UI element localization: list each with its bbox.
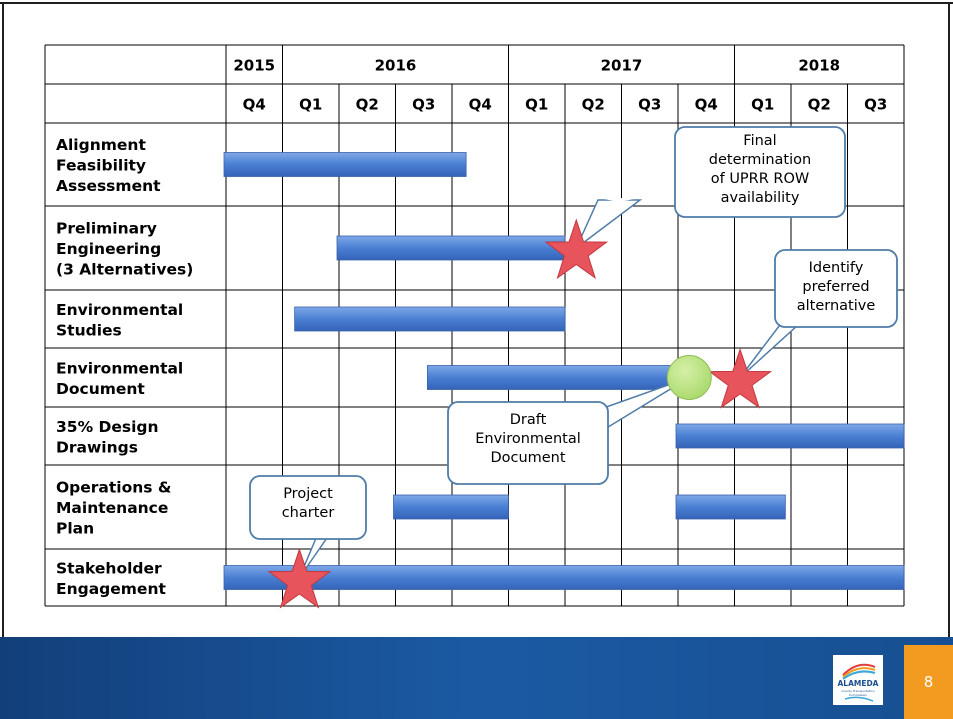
gantt-bar xyxy=(223,565,905,590)
year-header-label: 2015 xyxy=(233,57,275,75)
milestone-circle xyxy=(666,355,712,400)
year-header-label: 2016 xyxy=(375,57,417,75)
milestone-callout: Final determination of UPRR ROW availabilit… xyxy=(575,126,846,249)
quarter-header-label: Q4 xyxy=(243,96,266,114)
gantt-bar xyxy=(675,494,786,520)
slide-border-left xyxy=(2,2,4,642)
gantt-bar xyxy=(675,423,905,449)
milestone-callout: Identify preferred alternative xyxy=(739,249,898,379)
task-label: Alignment xyxy=(56,136,146,154)
quarter-header-label: Q2 xyxy=(808,96,831,114)
task-label: (3 Alternatives) xyxy=(56,261,193,279)
quarter-header-label: Q3 xyxy=(412,96,435,114)
gantt-bar xyxy=(336,235,566,261)
callout-text: preferred xyxy=(802,279,869,295)
task-label: Studies xyxy=(56,321,122,339)
footer-bar xyxy=(0,637,953,719)
quarter-header-label: Q1 xyxy=(525,96,548,114)
quarter-header-label: Q2 xyxy=(582,96,605,114)
callout-pointer-mask xyxy=(331,503,349,507)
task-label: Assessment xyxy=(56,177,161,195)
task-label: Drawings xyxy=(56,438,138,456)
task-label: Environmental xyxy=(56,359,183,377)
callout-text: determination xyxy=(709,152,811,168)
logo-lettering: Commission xyxy=(849,693,867,697)
milestone-star xyxy=(267,547,332,609)
gantt-bar xyxy=(294,306,566,332)
callout-text: Draft xyxy=(510,412,547,428)
quarter-header-label: Q1 xyxy=(299,96,322,114)
callout-pointer-mask xyxy=(596,409,599,430)
callout-text: availability xyxy=(721,190,800,206)
gantt-bar xyxy=(426,365,690,390)
callout-box xyxy=(774,249,898,328)
slide-border-right xyxy=(948,2,950,642)
quarter-header-label: Q1 xyxy=(751,96,774,114)
callout-box xyxy=(674,126,846,218)
callout-text: of UPRR ROW xyxy=(711,171,810,187)
year-header-label: 2017 xyxy=(601,57,643,75)
logo-lettering: ALAMEDA xyxy=(837,679,878,688)
milestone-star xyxy=(544,218,609,280)
callout-text: Identify xyxy=(809,260,864,276)
callout-box xyxy=(249,475,367,540)
callout-pointer-mask xyxy=(599,198,639,202)
quarter-header-label: Q2 xyxy=(356,96,379,114)
task-label: Document xyxy=(56,380,145,398)
task-label: Engagement xyxy=(56,580,166,598)
milestone-star xyxy=(708,347,773,409)
task-label: Stakeholder xyxy=(56,559,162,577)
task-label: Operations & xyxy=(56,479,171,497)
callout-text: Document xyxy=(490,450,565,466)
task-label: 35% Design xyxy=(56,418,159,436)
callout-pointer-mask xyxy=(796,303,819,307)
callout-text: Environmental xyxy=(475,431,581,447)
callout-pointer xyxy=(575,199,643,249)
page-number: 8 xyxy=(904,645,953,719)
slide-border-top xyxy=(0,2,953,4)
callout-text: Final xyxy=(743,133,776,149)
gantt-bar xyxy=(393,494,509,520)
quarter-header-label: Q3 xyxy=(638,96,661,114)
callout-text: charter xyxy=(282,505,335,521)
callout-box xyxy=(447,401,609,485)
year-header-label: 2018 xyxy=(798,57,840,75)
task-label: Environmental xyxy=(56,301,183,319)
gantt-bar xyxy=(223,152,467,177)
milestone-callout: Project charter xyxy=(249,475,367,578)
quarter-header-label: Q4 xyxy=(695,96,718,114)
quarter-header-label: Q4 xyxy=(469,96,492,114)
task-label: Preliminary xyxy=(56,220,157,238)
task-label: Engineering xyxy=(56,240,161,258)
task-label: Maintenance xyxy=(56,499,168,517)
callout-text: alternative xyxy=(797,298,876,314)
task-label: Feasibility xyxy=(56,157,146,175)
logo-lettering: County Transportation xyxy=(841,689,874,693)
task-label: Plan xyxy=(56,520,94,538)
callout-text: Project xyxy=(283,486,333,502)
quarter-header-label: Q3 xyxy=(864,96,887,114)
alameda-ctc-logo: ALAMEDA County Transportation Commission xyxy=(833,655,883,705)
